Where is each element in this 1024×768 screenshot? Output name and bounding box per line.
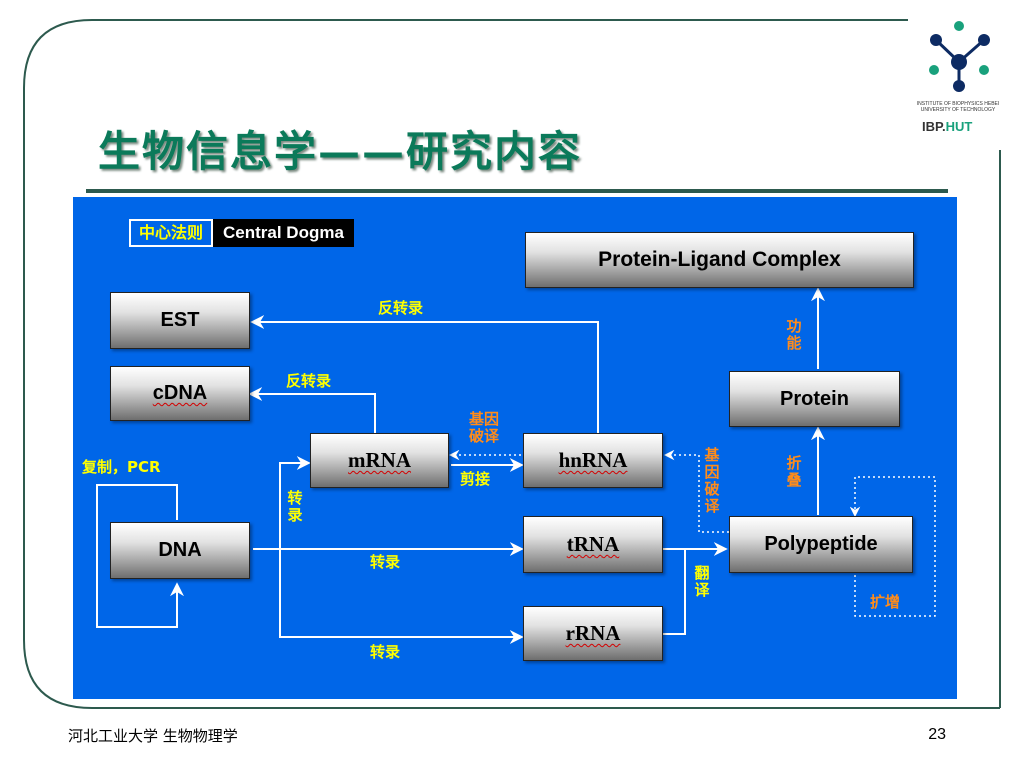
footer-institution: 河北工业大学 生物物理学 — [68, 727, 238, 745]
node-dna: DNA — [110, 522, 250, 579]
node-rrna-label: rRNA — [565, 621, 621, 645]
label-amplification: 扩增 — [870, 593, 901, 611]
node-cdna: cDNA — [110, 366, 250, 421]
node-polypeptide: Polypeptide — [729, 516, 913, 573]
legend-en: Central Dogma — [213, 219, 354, 247]
label-splicing: 剪接 — [460, 470, 491, 488]
node-mrna: mRNA — [310, 433, 449, 488]
diagram-arrows — [96, 287, 936, 644]
label-translation: 翻译 — [694, 564, 710, 599]
label-folding: 折叠 — [786, 454, 802, 489]
slide-title: 生物信息学——研究内容 — [98, 127, 583, 176]
node-protein-ligand-complex: Protein-Ligand Complex — [525, 232, 914, 288]
label-gene-decoding-side: 基因破译 — [704, 446, 720, 515]
logo-brand: IBP.HUT — [922, 119, 972, 134]
label-function: 功能 — [786, 317, 802, 352]
label-gene-decoding-top: 基因破译 — [469, 410, 500, 445]
logo-brand-main: IBP. — [922, 119, 946, 134]
node-hnrna-label: hnRNA — [558, 448, 628, 472]
node-trna: tRNA — [523, 516, 663, 573]
label-transcription-vertical: 转录 — [287, 489, 303, 524]
title-divider — [86, 189, 948, 193]
node-est: EST — [110, 292, 250, 349]
logo-institute-text: INSTITUTE OF BIOPHYSICS HEBEI UNIVERSITY… — [916, 101, 1000, 113]
label-reverse-transcription-est: 反转录 — [378, 299, 424, 317]
central-dogma-diagram: 中心法则 Central Dogma Protein-Ligand Comple… — [73, 197, 957, 699]
node-protein: Protein — [729, 371, 900, 427]
page-number: 23 — [928, 726, 946, 743]
node-mrna-label: mRNA — [348, 448, 411, 472]
central-dogma-legend: 中心法则 Central Dogma — [129, 219, 354, 247]
legend-cn: 中心法则 — [129, 219, 214, 247]
label-transcription-rrna: 转录 — [370, 643, 401, 661]
label-reverse-transcription-cdna: 反转录 — [286, 372, 332, 390]
ibp-logo-icon — [929, 21, 990, 92]
label-transcription-trna: 转录 — [370, 553, 401, 571]
logo-brand-accent: HUT — [945, 119, 973, 134]
node-trna-label: tRNA — [566, 532, 620, 556]
node-rrna: rRNA — [523, 606, 663, 661]
node-cdna-label: cDNA — [152, 382, 208, 404]
node-hnrna: hnRNA — [523, 433, 663, 488]
label-replication-pcr: 复制，PCR — [82, 458, 161, 476]
